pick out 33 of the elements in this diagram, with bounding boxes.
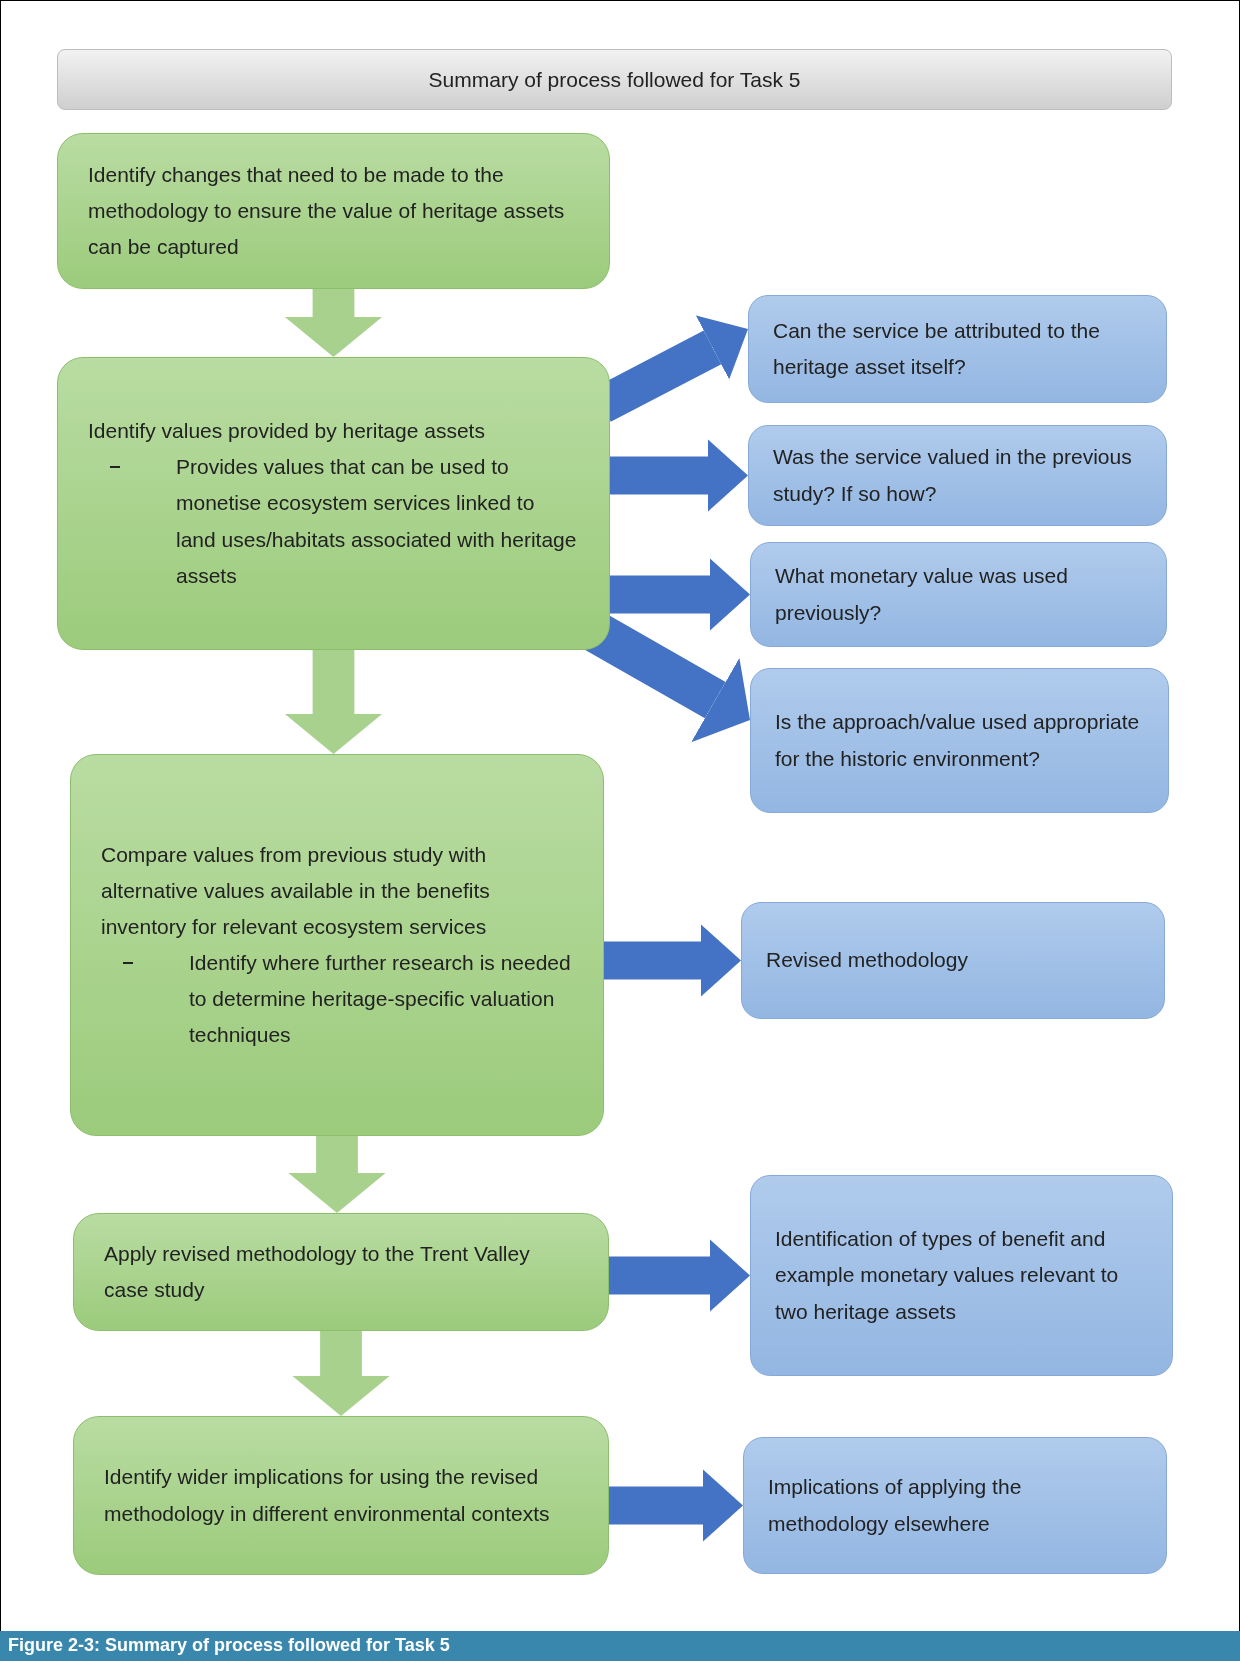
figure-caption: Figure 2-3: Summary of process followed for Task 5 <box>0 1631 1240 1661</box>
block-arrow <box>610 439 748 512</box>
outcome-box <box>750 1175 1173 1376</box>
outcome-box <box>743 1437 1167 1574</box>
outcome-box <box>750 668 1169 813</box>
block-arrow <box>610 558 750 631</box>
box-text: Identify values provided by heritage assets <box>88 418 486 445</box>
block-arrow <box>604 924 741 997</box>
block-arrow <box>609 1469 743 1542</box>
title-banner: Summary of process followed for Task 5 <box>57 49 1172 110</box>
box-text: Is the approach/value used appropriate for the historic environment? <box>775 709 1141 772</box>
outcome-box <box>741 902 1165 1019</box>
process-box <box>57 133 610 289</box>
outcome-box <box>748 295 1167 403</box>
bullet-text: Provides values that can be used to monetise ecosystem services linked to land uses/habitats associated with heritage assets <box>176 454 578 589</box>
box-text: Compare values from previous study with alternative values available in the benefits inventory for relevant ecosystem services <box>101 841 491 940</box>
box-text: Can the service be attributed to the heritage asset itself? <box>773 317 1101 380</box>
box-text: Implications of applying the methodology elsewhere <box>768 1474 1023 1537</box>
box-text: Apply revised methodology to the Trent Valley case study <box>104 1240 531 1303</box>
box-text: Identify wider implications for using the revised methodology in different environmental contexts <box>104 1464 551 1527</box>
block-arrow <box>609 1239 750 1312</box>
bullet-text: Identify where further research is needed to determine heritage-specific valuation techniques <box>189 950 572 1049</box>
process-box <box>70 754 604 1136</box>
box-text: Identification of types of benefit and example monetary values relevant to two heritage assets <box>775 1226 1120 1325</box>
process-box <box>73 1416 609 1575</box>
box-text: What monetary value was used previously? <box>775 563 1069 626</box>
process-box <box>57 357 610 650</box>
outcome-box <box>748 425 1167 526</box>
box-text: Identify changes that need to be made to the methodology to ensure the value of heritage assets can be captured <box>88 161 566 261</box>
box-text: Was the service valued in the previous study? If so how? <box>773 444 1133 507</box>
outcome-box <box>750 542 1167 647</box>
process-box <box>73 1213 609 1331</box>
box-text: Revised methodology <box>766 947 969 974</box>
